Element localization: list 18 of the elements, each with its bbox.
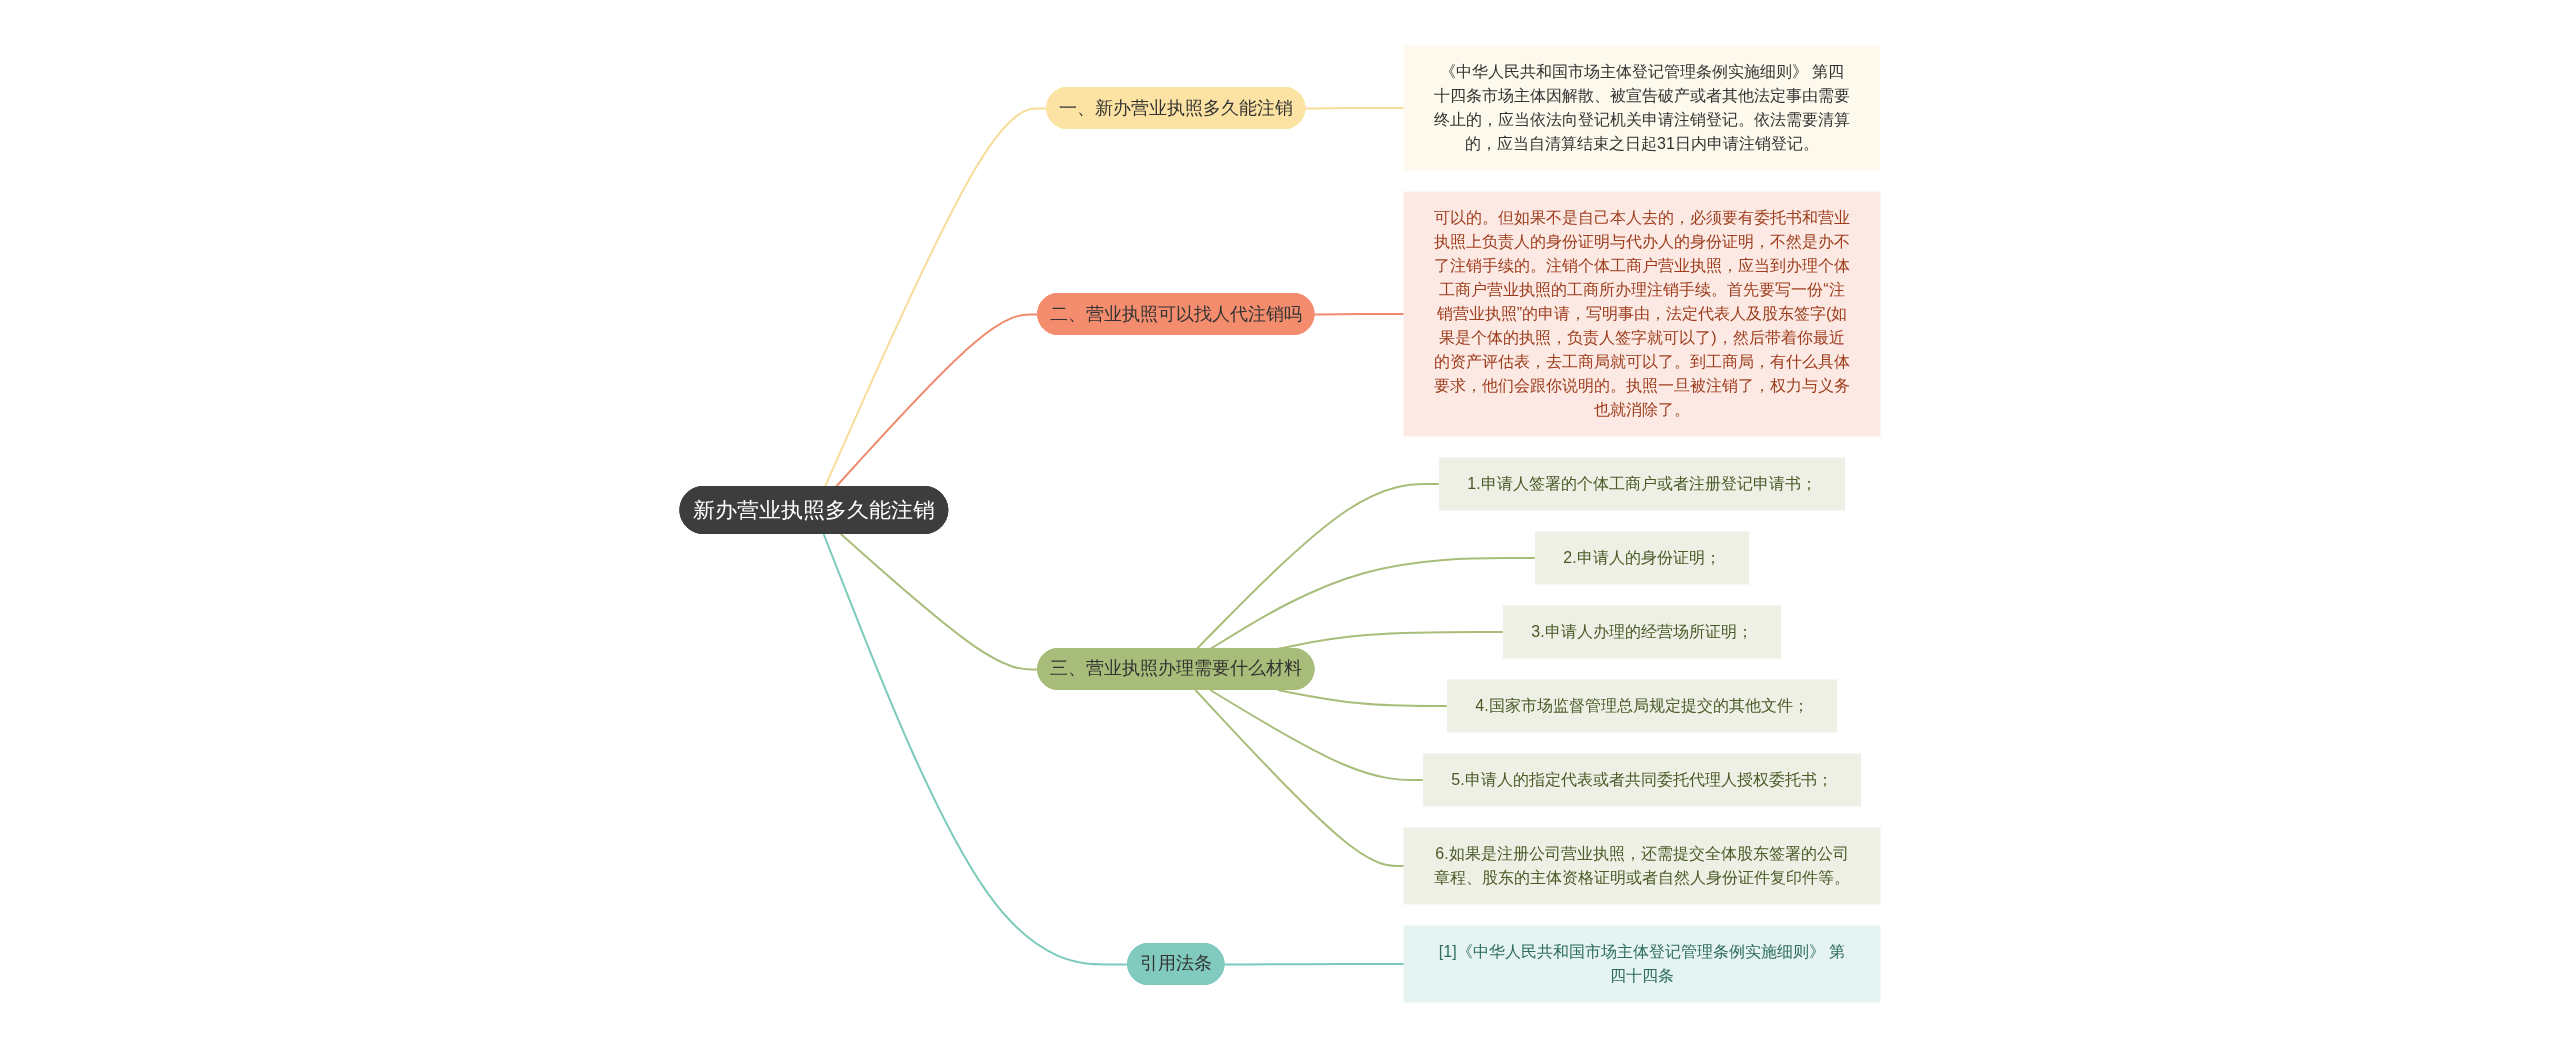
connector: [1209, 689, 1425, 781]
node-box: 6.如果是注册公司营业执照，还需提交全体股东签署的公司章程、股东的主体资格证明或者自然人身份证件复印件等。: [1403, 827, 1881, 905]
node-box: 1.申请人签署的个体工商户或者注册登记申请书；: [1438, 457, 1846, 511]
node-box: 《中华人民共和国市场主体登记管理条例实施细则》 第四十四条市场主体因解散、被宣告破产或者其他法定事由需要终止的，应当依法向登记机关申请注销登记。依法需要清算的，应当自清算结束之日起31日内申请注销登记。: [1403, 45, 1881, 171]
connector: [1223, 963, 1405, 966]
node-box: 2.申请人的身份证明；: [1534, 531, 1750, 585]
node-box: [1]《中华人民共和国市场主体登记管理条例实施细则》 第四十四条: [1403, 925, 1881, 1003]
connector: [1313, 313, 1405, 316]
connector: [1304, 107, 1405, 110]
node-box: 4.国家市场监督管理总局规定提交的其他文件；: [1446, 679, 1838, 733]
node-box: 可以的。但如果不是自己本人去的，必须要有委托书和营业执照上负责人的身份证明与代办人的身份证明，不然是办不了注销手续的。注销个体工商户营业执照，应当到办理个体工商户营业执照的工商所办理注销手续。首先要写一份“注销营业执照”的申请，写明事由，法定代表人及股东签字(如果是个体的执照，负责人签字就可以了)，然后带着你最近的资产评估表，去工商局就可以了。到工商局，有什么具体要求，他们会跟你说明的。执照一旦被注销了，权力与义务也就消除了。: [1403, 191, 1881, 437]
connector: [1209, 557, 1537, 650]
node-box: 5.申请人的指定代表或者共同委托代理人授权委托书；: [1422, 753, 1862, 807]
connector: [1276, 689, 1449, 707]
connector: [1195, 483, 1441, 650]
connector: [823, 107, 1049, 488]
node-box: 3.申请人办理的经营场所证明；: [1502, 605, 1782, 659]
connector: [1194, 689, 1405, 867]
